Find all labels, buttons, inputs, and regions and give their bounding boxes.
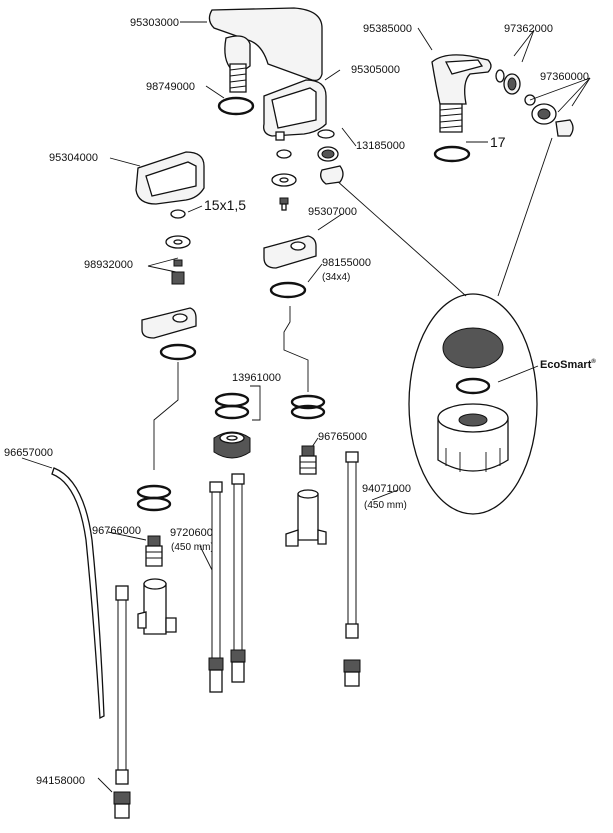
aerator-13185000 xyxy=(317,129,344,185)
label-94071000: 94071000 xyxy=(362,483,411,495)
label-95305000: 95305000 xyxy=(351,64,400,76)
oring-left-plate xyxy=(159,343,197,361)
ecosmart-detail-ellipse xyxy=(408,293,538,515)
label-17: 17 xyxy=(490,134,506,150)
label-94071000-len: (450 mm) xyxy=(364,500,407,511)
label-13961000: 13961000 xyxy=(232,372,281,384)
set-13961000 xyxy=(213,392,251,459)
label-96765000: 96765000 xyxy=(318,431,367,443)
ecosmart-washer xyxy=(455,377,491,395)
label-97206000-len: (450 mm) xyxy=(171,542,214,553)
valve-body-right xyxy=(285,489,327,547)
washer-small-1 xyxy=(276,149,292,159)
washer-flat-2-hole xyxy=(173,239,183,245)
label-98155000-size: (34x4) xyxy=(322,272,350,283)
plate-95307000 xyxy=(263,235,317,269)
washer-flat-2 xyxy=(165,235,191,249)
part-97362000 xyxy=(495,69,521,95)
set-98932000 xyxy=(171,259,185,285)
label-15x1-5: 15x1,5 xyxy=(204,197,246,213)
oring-17 xyxy=(433,145,471,163)
hose-97206000 xyxy=(208,473,246,693)
washer-small-2 xyxy=(170,209,186,219)
rings-left-valve xyxy=(136,484,172,512)
handle-95305000 xyxy=(263,79,327,141)
rod-96657000 xyxy=(51,467,105,720)
label-ecosmart: EcoSmart® xyxy=(540,358,596,371)
screw-1 xyxy=(279,197,289,211)
oring-98749000 xyxy=(217,96,255,116)
ecosmart-detail xyxy=(437,327,509,472)
label-95304000: 95304000 xyxy=(49,152,98,164)
spout-part xyxy=(208,7,323,93)
label-96766000: 96766000 xyxy=(92,525,141,537)
washer-flat-1 xyxy=(271,173,297,187)
label-98155000: 98155000 xyxy=(322,257,371,269)
washer-flat-1-hole xyxy=(279,177,289,183)
label-97362000: 97362000 xyxy=(504,23,553,35)
part-labels: 95303000 98749000 95305000 95385000 9736… xyxy=(4,17,596,787)
label-98749000: 98749000 xyxy=(146,81,195,93)
label-97360000: 97360000 xyxy=(540,71,589,83)
label-96657000: 96657000 xyxy=(4,447,53,459)
cartridge-96766000 xyxy=(145,535,163,567)
handle-95385000 xyxy=(431,54,492,133)
valve-body-left xyxy=(137,578,177,635)
mesh-screen xyxy=(442,327,504,369)
label-94158000: 94158000 xyxy=(36,775,85,787)
label-98932000: 98932000 xyxy=(84,259,133,271)
oring-98155000 xyxy=(269,281,307,299)
plate-left xyxy=(141,307,197,339)
hose-94071000 xyxy=(343,451,361,687)
label-95303000: 95303000 xyxy=(130,17,179,29)
hose-94158000 xyxy=(113,585,131,819)
cartridge-96765000 xyxy=(290,394,326,475)
label-95307000: 95307000 xyxy=(308,206,357,218)
label-97206000: 97206000 xyxy=(170,527,219,539)
handle-95304000 xyxy=(135,151,205,205)
label-13185000: 13185000 xyxy=(356,140,405,152)
label-95385000: 95385000 xyxy=(363,23,412,35)
part-97360000 xyxy=(524,94,574,137)
